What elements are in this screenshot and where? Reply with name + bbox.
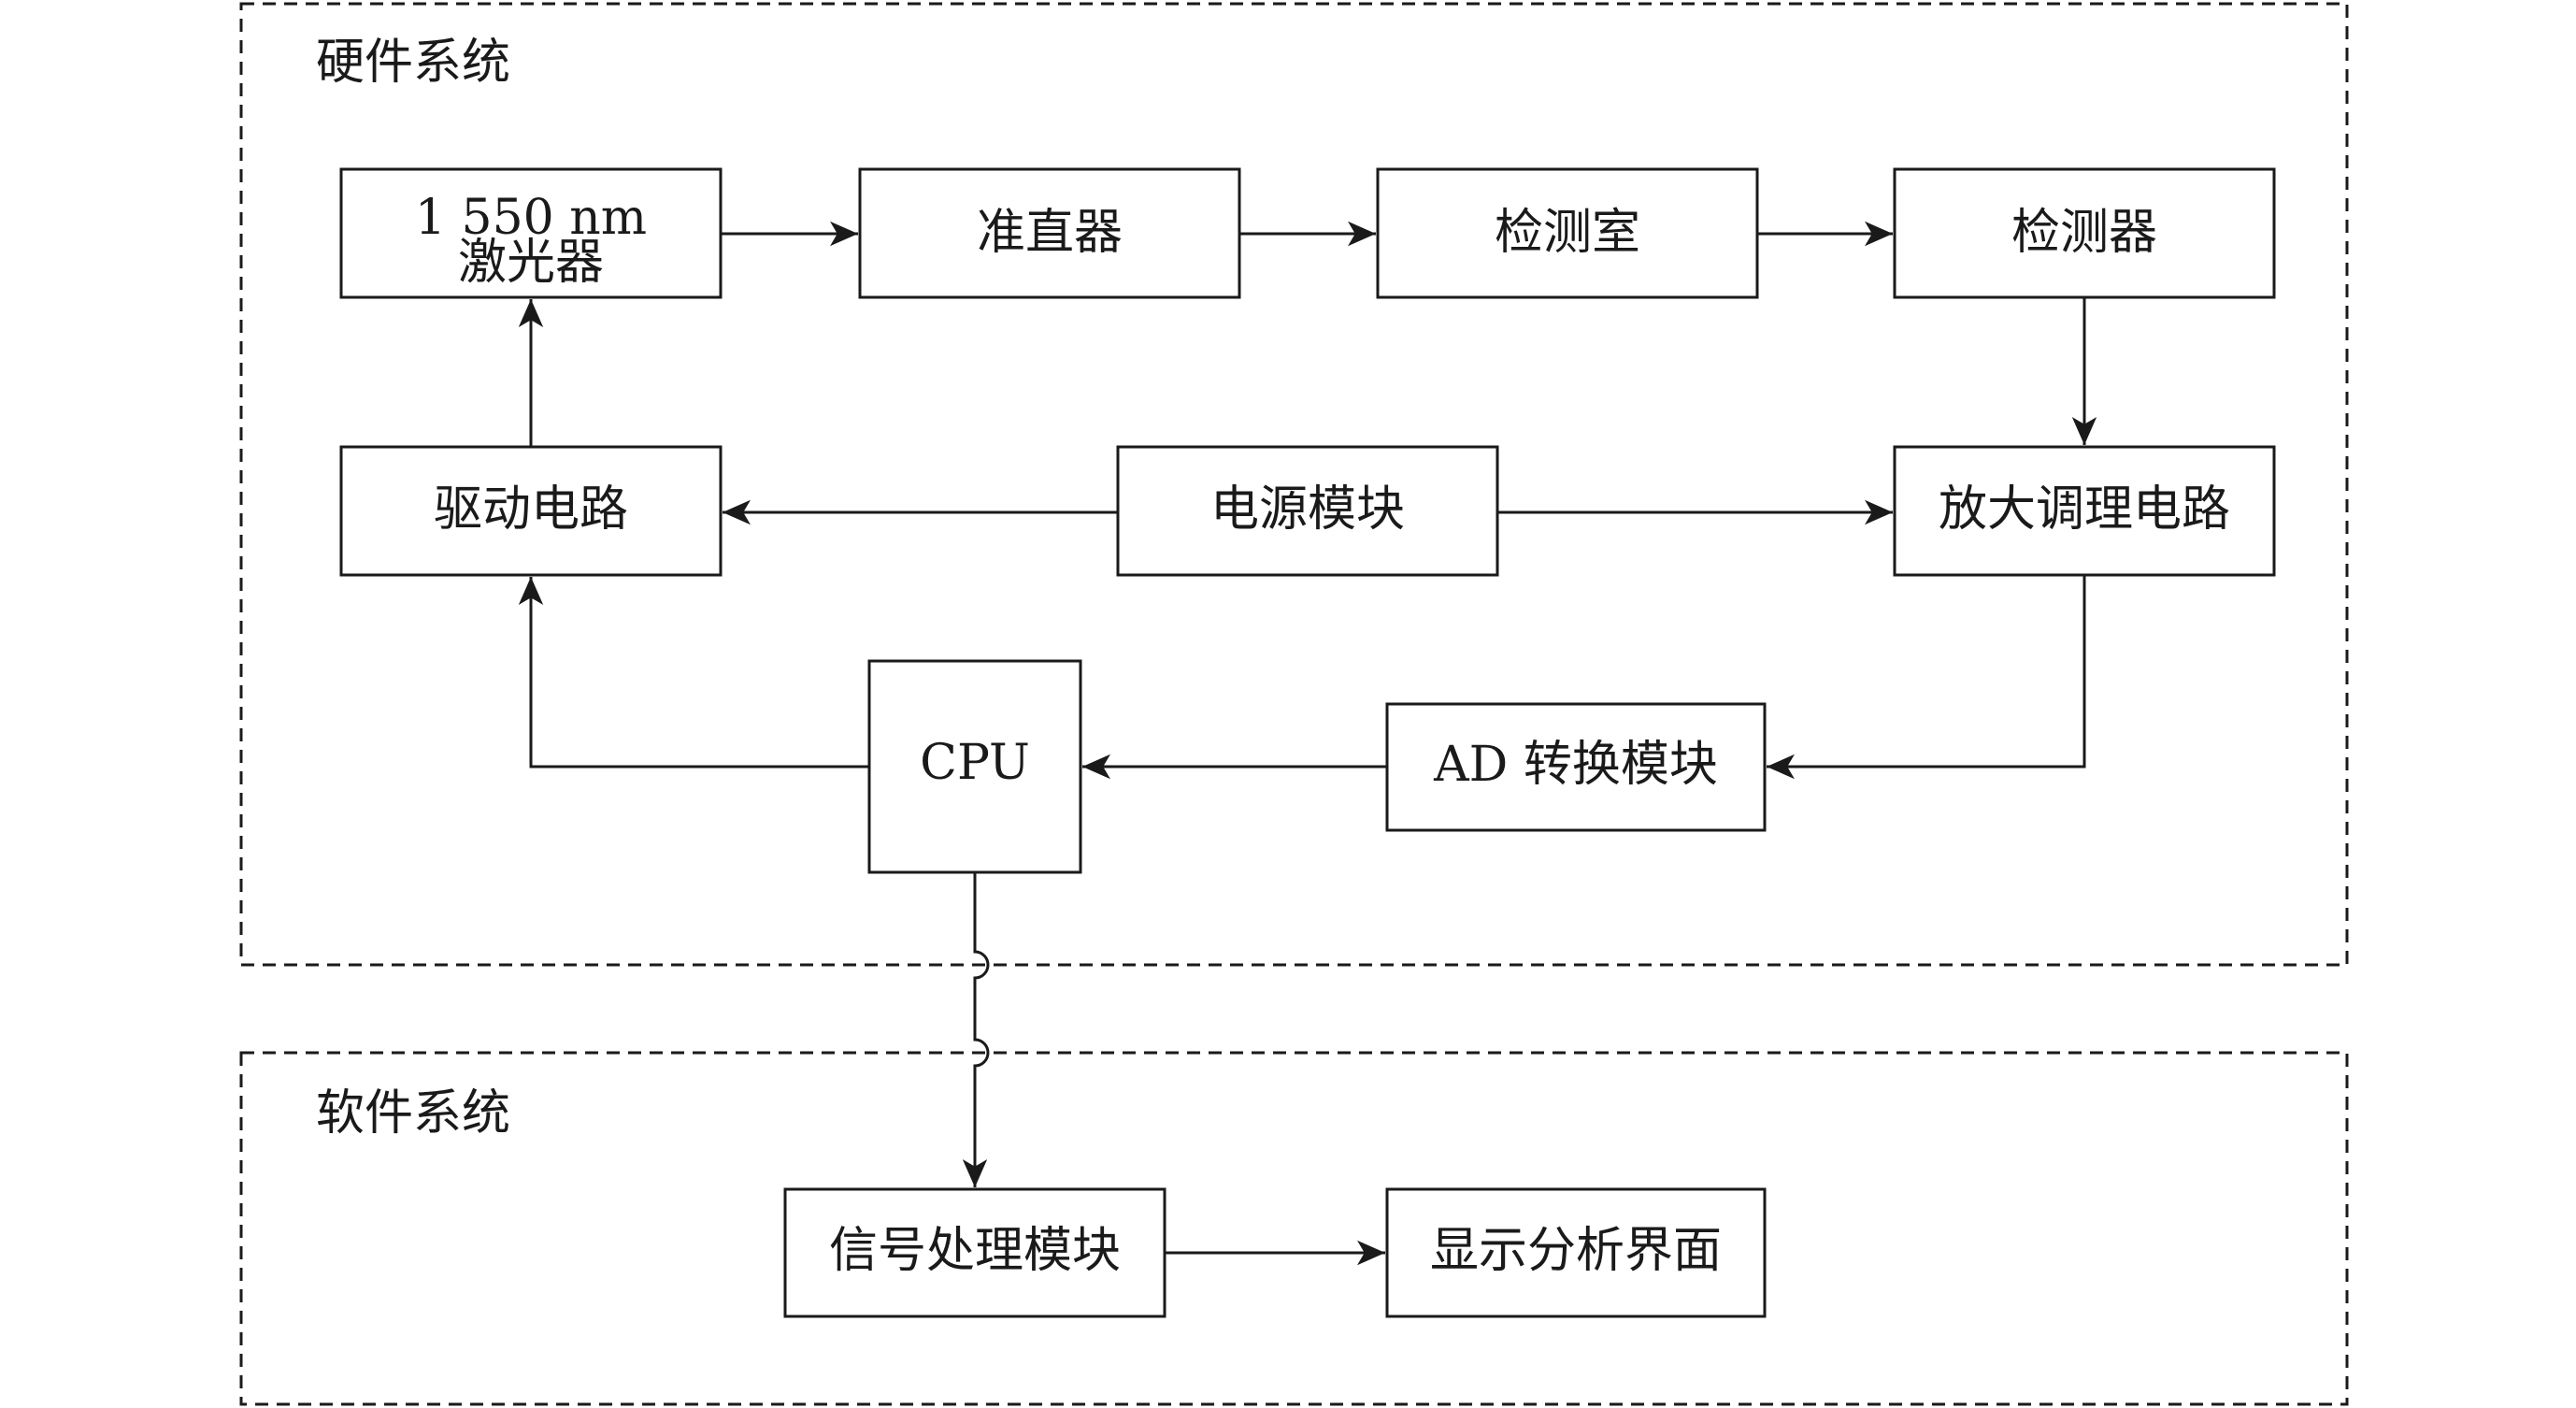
edge-amplifier-to-adc <box>1767 575 2086 780</box>
node-adc: AD 转换模块 <box>1385 702 1767 832</box>
node-laser-label-line-1: 1 550 nm <box>415 190 647 246</box>
node-amplifier-label: 放大调理电路 <box>1939 481 2230 538</box>
node-laser-label-line-2: 激光器 <box>458 235 604 291</box>
node-cpu: CPU <box>867 659 1082 874</box>
node-power-label: 电源模块 <box>1210 481 1405 538</box>
node-signal: 信号处理模块 <box>783 1187 1166 1318</box>
node-collimator-label: 准直器 <box>977 205 1123 261</box>
node-detector-label: 检测器 <box>2011 205 2157 261</box>
node-laser: 1 550 nm 激光器 <box>339 167 723 299</box>
node-power: 电源模块 <box>1116 445 1499 577</box>
node-display-label: 显示分析界面 <box>1430 1223 1722 1279</box>
node-display: 显示分析界面 <box>1385 1187 1767 1318</box>
node-driver: 驱动电路 <box>339 445 723 577</box>
edge-cpu-to-signal <box>962 872 990 1187</box>
node-chamber: 检测室 <box>1376 167 1759 299</box>
software-system-label: 软件系统 <box>316 1085 510 1142</box>
node-amplifier: 放大调理电路 <box>1893 445 2276 577</box>
hardware-system-frame <box>239 2 2349 967</box>
node-signal-label: 信号处理模块 <box>829 1223 1121 1279</box>
node-driver-label: 驱动电路 <box>434 481 628 538</box>
hardware-system-label: 硬件系统 <box>316 35 510 91</box>
software-system-frame <box>239 1051 2349 1406</box>
edge-cpu-to-driver <box>518 577 869 769</box>
node-chamber-label: 检测室 <box>1495 205 1640 261</box>
node-detector: 检测器 <box>1893 167 2276 299</box>
node-adc-label: AD 转换模块 <box>1433 737 1718 793</box>
node-collimator: 准直器 <box>858 167 1241 299</box>
node-cpu-label: CPU <box>920 735 1030 791</box>
